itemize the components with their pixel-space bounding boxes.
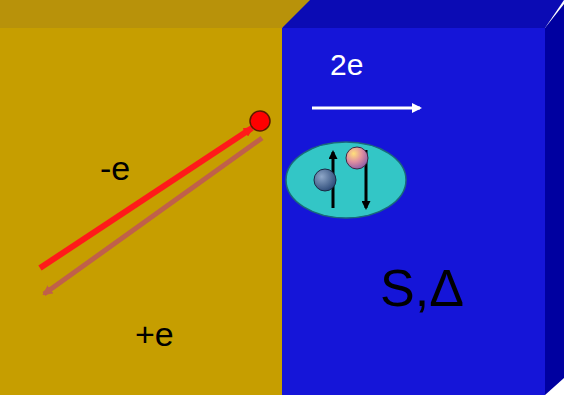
metal-top-face — [0, 0, 330, 28]
electron-ball — [346, 147, 368, 169]
pair-charge-label: 2e — [330, 48, 363, 81]
superconductor-side-face — [545, 4, 564, 395]
superconductor-top-face — [282, 0, 564, 28]
cooper-pair-ellipse — [286, 142, 406, 218]
normal-metal-block: -e +e — [0, 28, 282, 395]
electron-ball — [314, 169, 336, 191]
electron-dot — [250, 111, 270, 131]
pair-transfer-arrow — [312, 107, 420, 110]
superconductor-label: S,Δ — [380, 260, 464, 317]
hole-charge-label: +e — [135, 316, 174, 353]
electron-charge-label: -e — [100, 150, 130, 187]
